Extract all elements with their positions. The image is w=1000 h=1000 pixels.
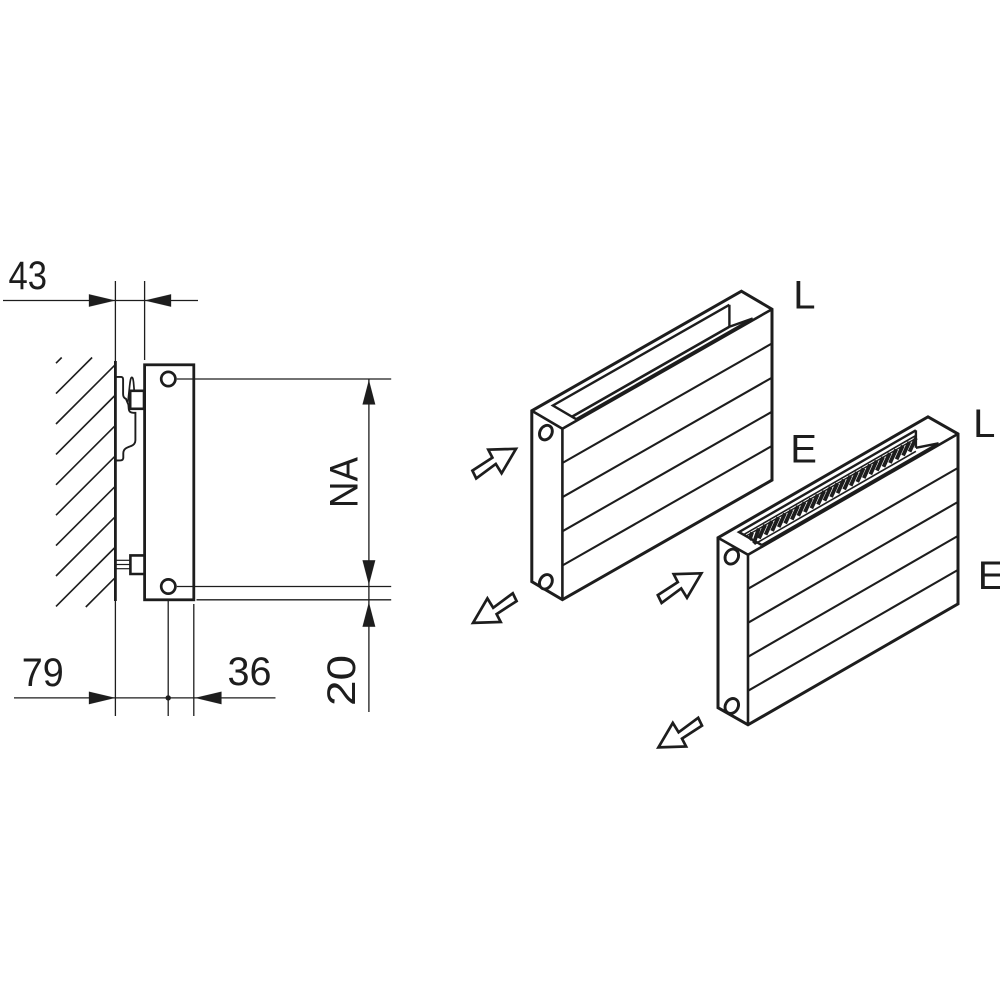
svg-text:20: 20	[320, 655, 364, 706]
svg-text:NA: NA	[322, 457, 366, 508]
svg-text:43: 43	[9, 254, 48, 298]
svg-text:79: 79	[22, 651, 64, 695]
svg-text:E: E	[790, 427, 817, 471]
svg-text:L: L	[793, 273, 815, 317]
svg-text:E: E	[978, 554, 1000, 598]
svg-text:L: L	[973, 402, 995, 446]
svg-text:36: 36	[228, 650, 272, 694]
